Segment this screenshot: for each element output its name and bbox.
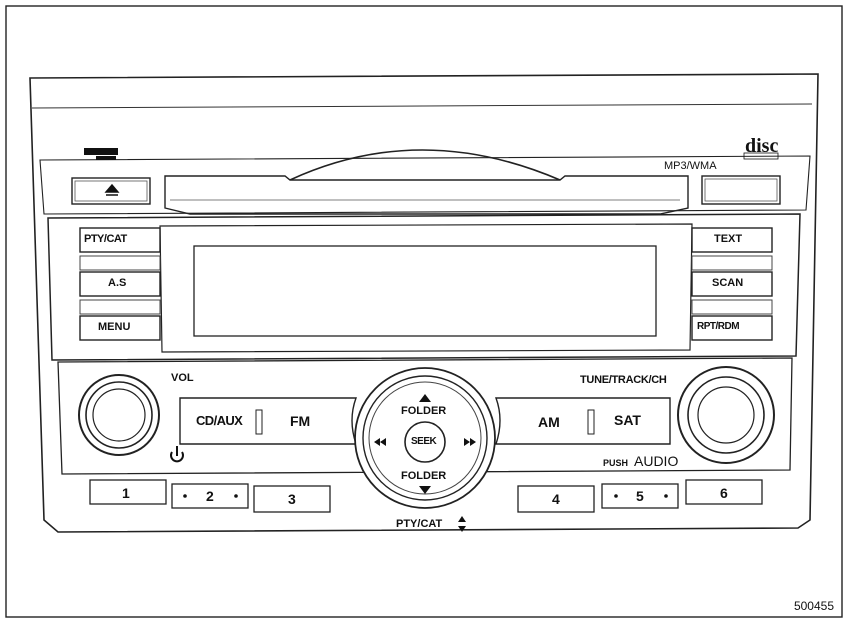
seek-button[interactable] [404,421,446,463]
rpt-rdm-button[interactable] [691,315,773,341]
audio-label: AUDIO [634,453,679,469]
pty-cat-label: PTY/CAT [84,233,127,245]
scan-label: SCAN [712,277,744,289]
tune-track-ch-label: TUNE/TRACK/CH [580,374,667,386]
preset-1-button[interactable] [89,479,167,505]
eject-icon [104,183,120,196]
display-screen [193,245,657,337]
fast-forward-icon [464,438,476,446]
power-icon [170,446,184,463]
text-button[interactable] [691,227,773,253]
mp3-wma-label: MP3/WMA [664,160,717,172]
menu-label: MENU [98,321,131,333]
menu-button[interactable] [79,315,161,341]
vol-label: VOL [171,372,194,384]
am-sat-bar [495,397,671,445]
rewind-icon [374,438,386,446]
preset-5-label: 5 [636,488,644,504]
cd-aux-label: CD/AUX [196,413,243,428]
sat-label: SAT [614,412,641,428]
scan-button[interactable] [691,271,773,297]
figure-number: 500455 [793,599,834,613]
preset-1-label: 1 [122,485,130,501]
tune-knob[interactable] [677,366,775,464]
disc-slot [164,175,689,215]
preset-3-button[interactable] [253,485,331,513]
right-slot-button[interactable] [701,175,781,205]
fm-label: FM [290,413,311,429]
rpt-rdm-label: RPT/RDM [697,321,740,332]
folder-up-label: FOLDER [401,405,447,417]
as-label: A.S [108,277,127,289]
disc-logo: disc [743,135,778,160]
folder-down-arrow-icon [419,486,431,494]
volume-knob[interactable] [78,374,160,456]
preset-4-button[interactable] [517,485,595,513]
preset-4-label: 4 [552,491,560,507]
folder-up-arrow-icon [419,394,431,402]
preset-6-label: 6 [720,485,728,501]
svg-text:disc: disc [745,135,778,157]
seek-label: SEEK [411,436,437,447]
push-label: PUSH [603,458,629,468]
text-label: TEXT [714,233,743,245]
up-down-arrow-icon [458,516,466,532]
srs-logo [84,148,118,160]
pty-cat-button[interactable] [79,227,161,253]
preset-2-label: 2 [206,488,214,504]
slot-arch [289,149,561,181]
as-button[interactable] [79,271,161,297]
preset-3-label: 3 [288,491,296,507]
am-label: AM [538,414,560,430]
preset-6-button[interactable] [685,479,763,505]
pty-cat-bottom-label: PTY/CAT [396,518,443,530]
folder-down-label: FOLDER [401,470,447,482]
